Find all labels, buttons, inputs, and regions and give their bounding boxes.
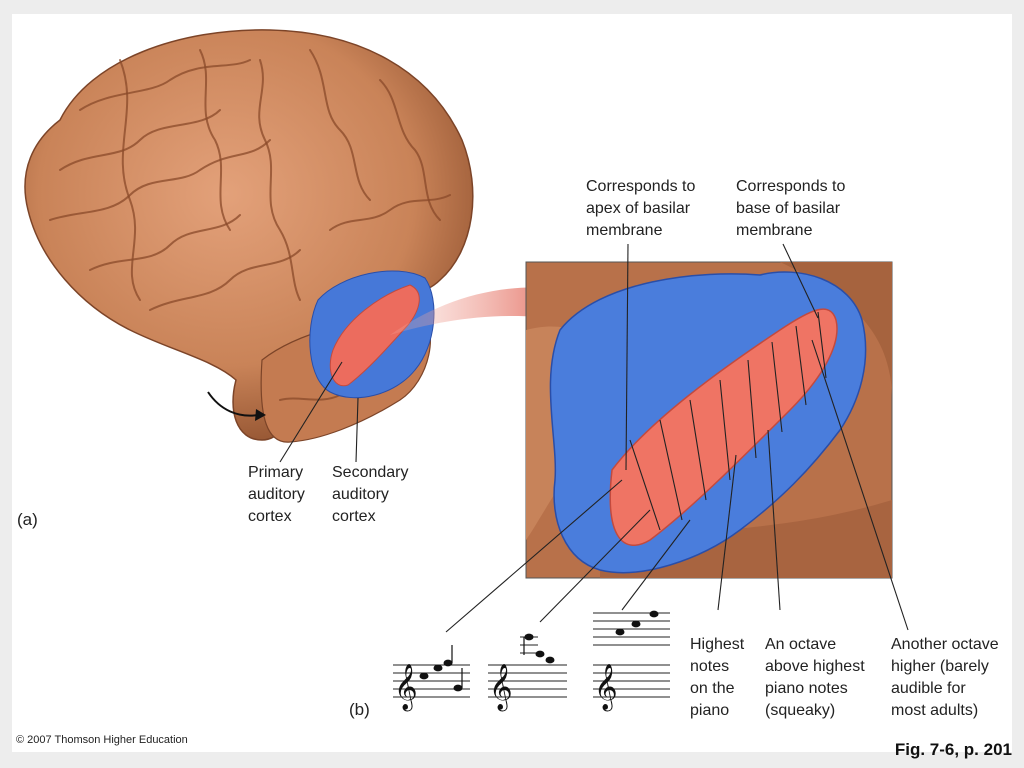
another-octave-label: Another octave higher (barely audible fo…: [891, 636, 999, 719]
primary-auditory-cortex-label: Primary auditory cortex: [248, 464, 305, 525]
svg-text:𝄞: 𝄞: [394, 664, 418, 712]
base-label: Corresponds to base of basilar membrane: [736, 178, 846, 239]
secondary-auditory-cortex-label: Secondary auditory cortex: [332, 464, 409, 525]
staff-2: 𝄞: [488, 633, 567, 712]
brain-illustration: [24, 29, 474, 443]
inset-auditory-cortex: [525, 261, 893, 579]
svg-text:𝄞: 𝄞: [594, 664, 618, 712]
staff-3: 𝄞: [593, 610, 670, 712]
panel-label-a: (a): [17, 510, 38, 529]
staff-1: 𝄞: [393, 645, 470, 712]
figure-reference: Fig. 7-6, p. 201: [894, 740, 1012, 759]
copyright-notice: © 2007 Thomson Higher Education: [16, 734, 188, 746]
highest-notes-label: Highest notes on the piano: [690, 636, 745, 719]
octave-above-label: An octave above highest piano notes (squ…: [765, 636, 865, 719]
svg-text:𝄞: 𝄞: [489, 664, 513, 712]
apex-label: Corresponds to apex of basilar membrane: [586, 178, 696, 239]
panel-label-b: (b): [349, 700, 370, 719]
